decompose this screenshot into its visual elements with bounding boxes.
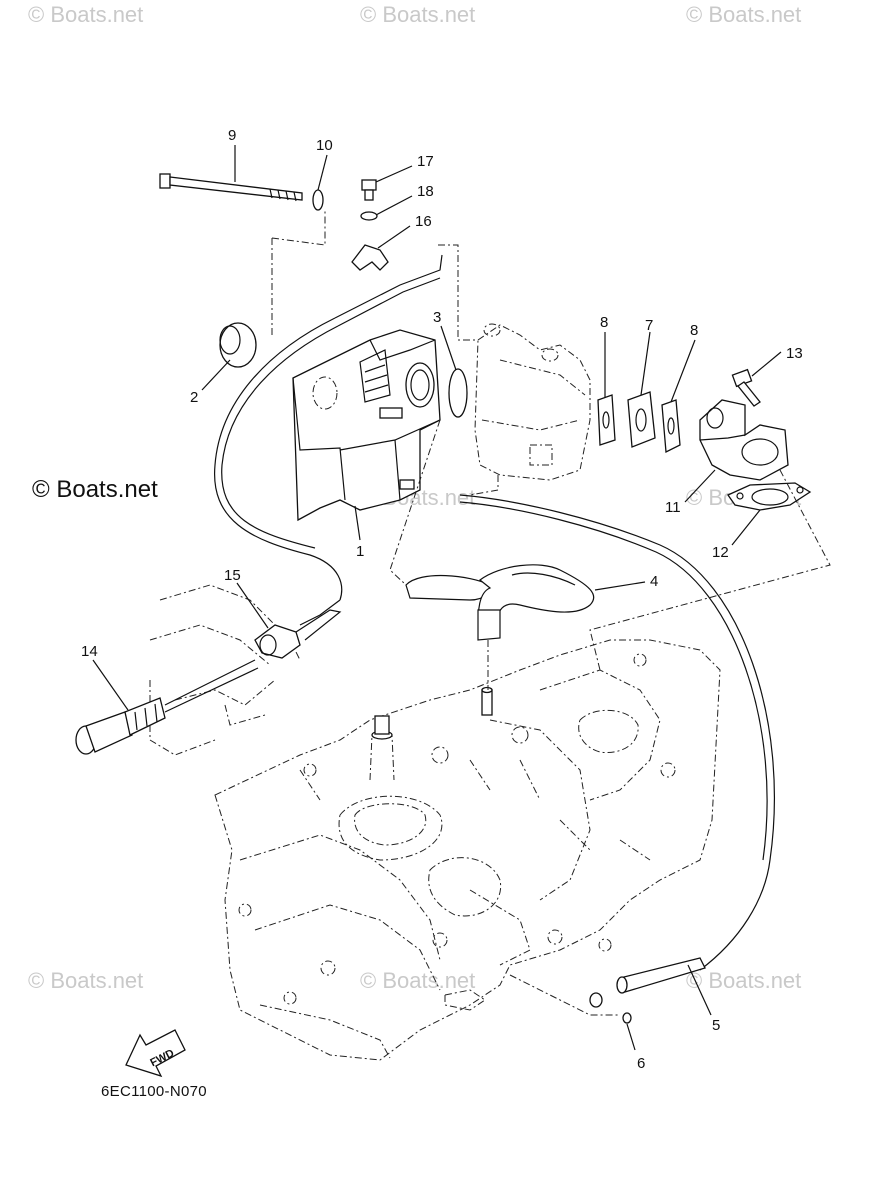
callout-10: 10 (316, 137, 333, 154)
callout-8a: 8 (600, 314, 608, 331)
o-ring-part-3 (448, 368, 468, 418)
bottom-cowl (149, 584, 301, 756)
callout-16: 16 (415, 213, 432, 230)
callout-6: 6 (637, 1055, 645, 1072)
fwd-arrow-icon: FWD (125, 1029, 186, 1078)
callout-4: 4 (650, 573, 658, 590)
grommet-part-2 (219, 322, 257, 368)
gasket-part-8-a (597, 394, 616, 446)
bolt-part-9 (159, 173, 303, 202)
washer-part-10 (312, 189, 324, 211)
callout-2: 2 (190, 389, 198, 406)
engine-block (214, 639, 721, 1061)
callout-14: 14 (81, 643, 98, 660)
diagram-code: 6EC1100-N070 (101, 1083, 207, 1100)
callout-5: 5 (712, 1017, 720, 1034)
pipe-part-5 (616, 957, 706, 994)
grommet-part-15 (254, 609, 342, 659)
bolt-part-13 (731, 368, 761, 407)
watermark-main: © Boats.net (32, 476, 158, 503)
callout-7: 7 (645, 317, 653, 334)
knob-part-14 (75, 659, 259, 755)
callout-12: 12 (712, 544, 729, 561)
clip-part-6 (589, 992, 632, 1024)
callout-1: 1 (356, 543, 364, 560)
silencer-part-1 (292, 329, 441, 522)
callout-13: 13 (786, 345, 803, 362)
leader-6 (509, 974, 620, 1016)
leader-11-12 (589, 469, 831, 671)
watermark-top-center: © Boats.net (360, 2, 476, 27)
gasket-part-12 (727, 482, 812, 511)
gasket-part-8-b (661, 399, 681, 454)
callout-18: 18 (417, 183, 434, 200)
callout-8b: 8 (690, 322, 698, 339)
leader-9-10 (271, 210, 326, 338)
washer-part-18 (360, 211, 378, 221)
watermark-bottom-right: © Boats.net (686, 968, 802, 993)
cables (214, 254, 776, 971)
manifold-part-11 (699, 399, 789, 481)
leader-4 (389, 419, 489, 690)
watermark-top-left: © Boats.net (28, 2, 144, 27)
callout-17: 17 (417, 153, 434, 170)
watermark-bottom-center: © Boats.net (360, 968, 476, 993)
callout-3: 3 (433, 309, 441, 326)
carburetor (438, 244, 591, 496)
clamp-part-16 (351, 244, 389, 271)
watermark-bottom-left: © Boats.net (28, 968, 144, 993)
callout-9: 9 (228, 127, 236, 144)
screw-part-17 (361, 179, 377, 201)
hose-part-4 (405, 564, 595, 641)
watermark-top-right: © Boats.net (686, 2, 802, 27)
insulator-part-7 (627, 391, 656, 448)
callout-11: 11 (665, 499, 681, 516)
leader-lines (92, 145, 782, 1051)
callout-15: 15 (224, 567, 241, 584)
